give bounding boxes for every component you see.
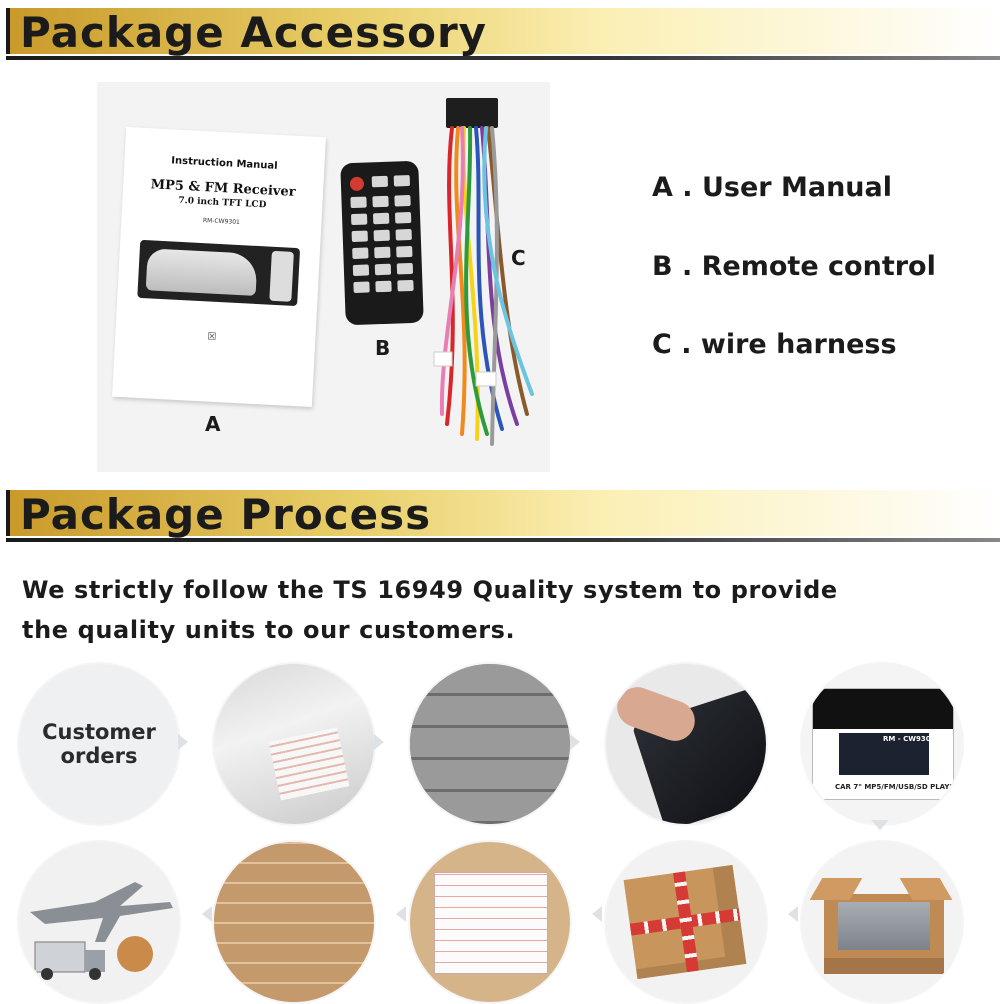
banner-bar [6,8,1000,54]
remote-key [352,247,369,260]
step-boxed-unit: RM - CW9301 CAR 7" MP5/FM/USB/SD PLAYER [800,662,964,826]
remote-key [372,212,390,225]
step-customer-orders-label: Customer orders [19,720,179,768]
process-description-line2: the quality units to our customers. [22,616,516,644]
step-label-line1: Customer [42,720,156,744]
box-model-text: RM - CW9301 [883,735,936,743]
accessory-banner: Package Accessory [0,0,1000,60]
retail-box: RM - CW9301 CAR 7" MP5/FM/USB/SD PLAYER [812,688,960,800]
flow-arrow-left-icon [202,906,212,922]
step-shipping [17,840,181,1004]
flow-arrow-right-icon [570,734,580,750]
remote-key [352,264,370,277]
airplane-truck-icon [30,882,173,980]
remote-key [350,196,367,209]
remote-key [373,229,390,242]
remote-key [394,194,411,207]
remote-key [374,246,391,259]
step-shipping-label [408,840,572,1004]
remote-keypad [349,174,414,294]
car-illustration [145,248,258,296]
remote-key [350,213,368,226]
stacked-boxes-photo [410,664,570,824]
banner-bar [6,490,1000,536]
label-letter-a: A [205,412,221,436]
process-banner: Package Process [0,482,1000,542]
box-front-panel [839,733,929,775]
flow-arrow-left-icon [396,906,406,922]
accessory-item-remote-control: B . Remote control [652,251,936,282]
remote-key [397,279,414,292]
remote-key [395,228,412,241]
manual-model: RM-CW9301 [202,217,240,227]
boxed-unit-inside [838,902,930,950]
remote-key [372,195,389,208]
open-carton [824,894,944,974]
flow-arrow-right-icon [374,734,384,750]
accessory-item-wire-harness: C . wire harness [652,329,897,360]
flow-arrow-left-icon [788,906,798,922]
remote-key [353,281,370,294]
process-description-line1: We strictly follow the TS 16949 Quality … [22,576,838,604]
flow-arrow-left-icon [592,906,602,922]
step-palletized-cartons [212,840,376,1004]
label-letter-b: B [375,336,391,360]
manual-device-illustration [137,239,301,307]
box-lid [813,689,953,729]
step-stock-boxes [408,662,572,826]
remote-key [394,211,412,224]
recycle-mark-icon: ☒ [207,331,217,343]
process-title: Package Process [20,490,432,539]
banner-underline [6,538,1000,542]
mini-remote-illustration [269,250,294,302]
step-label-line2: orders [60,744,138,768]
remote-control-image [340,160,424,326]
step-customer-orders: Customer orders [17,662,181,826]
step-packing-carton [800,840,964,1004]
step-printing-labels [212,662,376,826]
wire-harness-image [433,98,534,446]
flow-arrow-right-icon [178,734,188,750]
accessory-title: Package Accessory [20,8,488,57]
remote-key [371,175,389,188]
accessory-photo: Instruction Manual MP5 & FM Receiver 7.0… [97,82,550,472]
carton-box [623,864,747,980]
step-taped-carton [604,840,768,1004]
remote-key [351,230,368,243]
remote-key [396,245,413,258]
flow-arrow-down-icon [871,820,889,830]
box-caption-text: CAR 7" MP5/FM/USB/SD PLAYER [835,783,960,791]
remote-key [375,280,392,293]
banner-underline [6,56,1000,60]
remote-key [393,174,411,187]
carton-stack-photo [214,842,374,1002]
power-key-icon [349,176,365,192]
remote-key [374,263,392,276]
waybill-label [434,872,548,974]
step-screen-check [604,662,768,826]
manual-heading: Instruction Manual [171,155,278,172]
user-manual-image: Instruction Manual MP5 & FM Receiver 7.0… [112,126,326,408]
accessory-item-user-manual: A . User Manual [652,172,892,203]
label-letter-c: C [511,246,526,270]
remote-key [396,262,414,275]
